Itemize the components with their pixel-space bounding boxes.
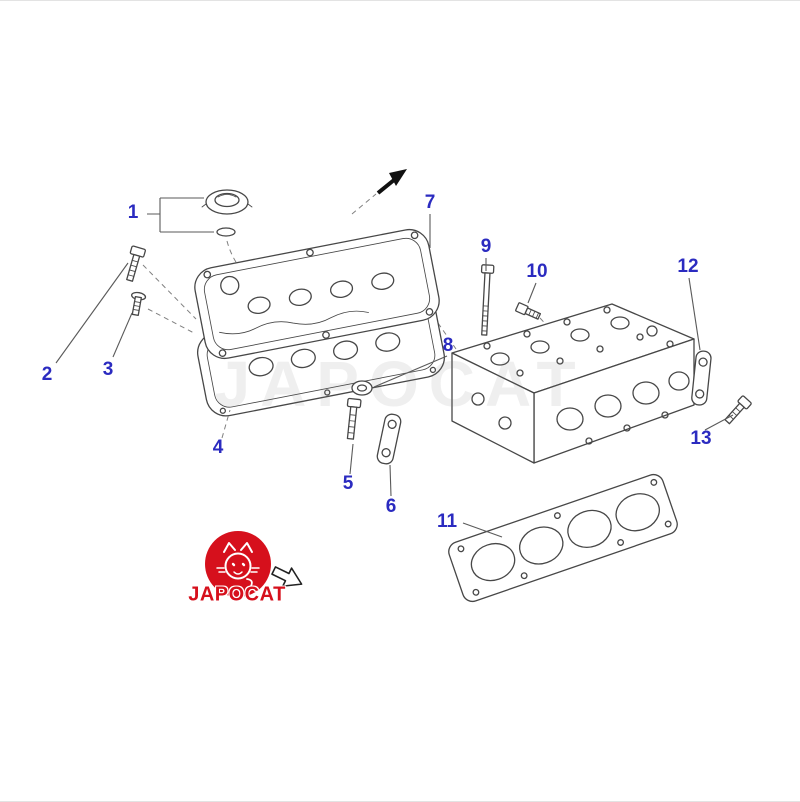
callout-11[interactable]: 11 bbox=[436, 511, 458, 532]
callout-6[interactable]: 6 bbox=[385, 496, 397, 517]
part-bracket-6 bbox=[376, 413, 402, 465]
leader-line-3 bbox=[112, 312, 133, 358]
callout-9[interactable]: 9 bbox=[480, 236, 492, 257]
callout-10[interactable]: 10 bbox=[526, 261, 548, 282]
part-head-gasket bbox=[448, 473, 678, 603]
part-bolt-2 bbox=[126, 245, 146, 282]
japocat-logo-mark bbox=[205, 531, 271, 597]
leader-line-12 bbox=[688, 277, 701, 351]
callout-1[interactable]: 1 bbox=[127, 202, 139, 223]
part-bolt-5 bbox=[346, 397, 362, 440]
part-cylinder-head bbox=[451, 303, 695, 464]
part-fitting-10 bbox=[515, 302, 542, 320]
part-valve-cover bbox=[194, 228, 440, 360]
leader-line-6 bbox=[389, 464, 392, 497]
callout-13[interactable]: 13 bbox=[690, 428, 712, 449]
part-bolt-13 bbox=[724, 395, 752, 425]
part-oil-filler-cap bbox=[201, 189, 253, 215]
japocat-logo-text: JAPOCAT bbox=[188, 583, 286, 606]
callout-8[interactable]: 8 bbox=[442, 335, 454, 356]
part-bolt-9 bbox=[480, 264, 495, 336]
leader-line-11 bbox=[462, 522, 503, 538]
leader-line-5 bbox=[349, 443, 354, 475]
callout-5[interactable]: 5 bbox=[342, 473, 354, 494]
leader-line-2 bbox=[55, 262, 129, 364]
leader-line-8 bbox=[373, 355, 448, 388]
callout-4[interactable]: 4 bbox=[212, 437, 224, 458]
logo-arrow-icon bbox=[271, 566, 303, 587]
leader-lines bbox=[55, 197, 734, 538]
part-cap-seal bbox=[216, 227, 236, 237]
callout-2[interactable]: 2 bbox=[41, 364, 53, 385]
part-bracket-12 bbox=[691, 350, 712, 406]
leader-line-10 bbox=[527, 282, 537, 304]
callout-12[interactable]: 12 bbox=[677, 256, 699, 277]
leader-line-4 bbox=[221, 409, 231, 439]
part-bolt-3 bbox=[130, 291, 147, 317]
callout-7[interactable]: 7 bbox=[424, 192, 436, 213]
leader-line-1 bbox=[147, 197, 214, 233]
direction-arrow-icon bbox=[351, 169, 407, 215]
leader-line-13 bbox=[704, 414, 734, 431]
part-seal-washer-8 bbox=[351, 380, 373, 396]
callout-3[interactable]: 3 bbox=[102, 359, 114, 380]
